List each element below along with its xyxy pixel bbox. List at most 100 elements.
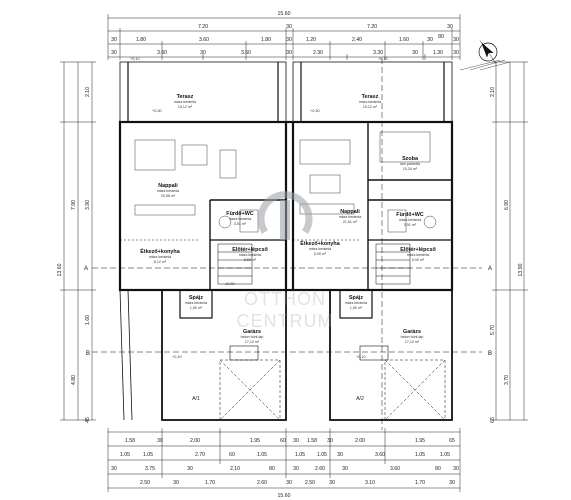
svg-text:3.75: 3.75 [145, 466, 155, 472]
svg-text:30: 30 [286, 24, 292, 30]
room-eloter-2: Előtér+lépcső mázs kerámia 5,90 m² [400, 247, 436, 262]
svg-text:17,10 m²: 17,10 m² [405, 340, 420, 344]
svg-text:7.20: 7.20 [198, 24, 208, 30]
svg-text:1.95: 1.95 [415, 438, 425, 444]
room-nappali-2: Nappali mázs kerámia 21,51 m² [339, 209, 361, 224]
svg-text:2.60: 2.60 [315, 466, 325, 472]
svg-text:8,12 m²: 8,12 m² [154, 260, 167, 264]
hatch-lines-right [459, 59, 511, 71]
svg-text:30: 30 [111, 50, 117, 56]
svg-text:80: 80 [269, 466, 275, 472]
svg-text:1.58: 1.58 [125, 438, 135, 444]
room-furdo-2: Fürdő+WC mázs kerámia 3,51 m² [396, 212, 424, 227]
svg-text:mázs kerámia: mázs kerámia [229, 217, 251, 221]
svg-text:Terasz: Terasz [362, 94, 379, 100]
room-etkezo-1: Étkező+konyha mázs kerámia 8,12 m² [140, 247, 180, 264]
axis-label-b-left: B [86, 351, 90, 357]
svg-text:mázs kerámia: mázs kerámia [185, 301, 207, 305]
svg-text:+0,10: +0,10 [172, 355, 182, 359]
room-nappali-1: Nappali mázs kerámia 20,56 m² [157, 183, 179, 198]
svg-text:1.05: 1.05 [143, 452, 153, 458]
svg-text:7.90: 7.90 [71, 200, 77, 210]
svg-text:4.80: 4.80 [71, 375, 77, 385]
dim-bottom-total: 15.60 [278, 493, 291, 499]
svg-text:mázs kerámia: mázs kerámia [345, 301, 367, 305]
svg-text:30: 30 [447, 24, 453, 30]
svg-text:2.50: 2.50 [140, 480, 150, 486]
svg-text:30: 30 [412, 50, 418, 56]
svg-text:30: 30 [453, 37, 459, 43]
dim-bottom-row4: 2.50 30 1.70 2.60 30 2.50 30 3.10 1.70 3… [140, 480, 455, 486]
svg-text:2.30: 2.30 [313, 50, 323, 56]
svg-text:Étkező+konyha: Étkező+konyha [140, 247, 180, 255]
watermark-line2: CENTRUM [237, 311, 334, 331]
svg-text:30: 30 [329, 480, 335, 486]
svg-text:80: 80 [435, 466, 441, 472]
svg-text:30: 30 [111, 37, 117, 43]
svg-text:30: 30 [173, 480, 179, 486]
svg-text:7.20: 7.20 [367, 24, 377, 30]
svg-text:1.05: 1.05 [317, 452, 327, 458]
dim-top-row2: 30 1.80 3.60 1.80 30 1.20 2.40 1.60 30 8… [111, 34, 459, 43]
svg-text:mázs kerámia: mázs kerámia [407, 253, 429, 257]
svg-text:5,69 m²: 5,69 m² [244, 258, 257, 262]
svg-text:Garázs: Garázs [243, 329, 261, 335]
svg-text:30: 30 [453, 466, 459, 472]
svg-text:30: 30 [342, 466, 348, 472]
svg-text:6.90: 6.90 [504, 200, 510, 210]
svg-text:2.60: 2.60 [257, 480, 267, 486]
svg-text:30: 30 [286, 480, 292, 486]
svg-text:30: 30 [337, 452, 343, 458]
svg-text:mázs kerámia: mázs kerámia [399, 218, 421, 222]
svg-text:3.10: 3.10 [365, 480, 375, 486]
bottom-dimensions [107, 428, 461, 492]
axis-label-b-right: B [488, 351, 492, 357]
svg-text:13.60: 13.60 [57, 263, 63, 276]
svg-text:5,90 m²: 5,90 m² [314, 252, 327, 256]
svg-text:65: 65 [449, 438, 455, 444]
svg-text:3.70: 3.70 [504, 375, 510, 385]
svg-text:mázs kerámia: mázs kerámia [359, 100, 381, 104]
dim-top-row3: 30 3.60 30 3.60 30 2.30 3.30 30 1.30 30 [111, 50, 459, 56]
svg-text:mázs kerámia: mázs kerámia [339, 215, 361, 219]
svg-text:5,90 m²: 5,90 m² [412, 258, 425, 262]
axis-label-a-left: A [84, 266, 88, 272]
svg-text:Fürdő+WC: Fürdő+WC [396, 212, 424, 218]
svg-text:Nappali: Nappali [340, 209, 360, 215]
svg-text:1.80: 1.80 [261, 37, 271, 43]
svg-text:30: 30 [111, 466, 117, 472]
svg-text:1.80: 1.80 [136, 37, 146, 43]
svg-text:13.90: 13.90 [518, 263, 524, 276]
svg-text:mázs kerámia: mázs kerámia [149, 255, 171, 259]
svg-text:mázs kerámia: mázs kerámia [157, 189, 179, 193]
svg-text:Előtér+lépcső: Előtér+lépcső [400, 247, 436, 253]
svg-text:1,50 m²: 1,50 m² [190, 306, 203, 310]
svg-text:30: 30 [293, 438, 299, 444]
svg-text:Nappali: Nappali [158, 183, 178, 189]
svg-text:±0,00: ±0,00 [225, 282, 234, 286]
svg-text:30: 30 [200, 50, 206, 56]
svg-text:30: 30 [187, 466, 193, 472]
room-etkezo-2: Étkező+konyha mázs kerámia 5,90 m² [300, 239, 340, 256]
svg-text:30: 30 [293, 466, 299, 472]
svg-text:+0,30: +0,30 [310, 109, 320, 113]
svg-text:mázs kerámia: mázs kerámia [239, 253, 261, 257]
svg-text:1.70: 1.70 [415, 480, 425, 486]
svg-text:+0,10: +0,10 [130, 57, 140, 61]
dim-bottom-row3: 30 3.75 30 2.10 80 30 2.60 30 3.60 80 30 [111, 466, 459, 472]
room-szoba: Szoba lam.parketta 10,24 m² [400, 156, 420, 171]
svg-text:+0,30: +0,30 [152, 109, 162, 113]
svg-text:1,50 m²: 1,50 m² [350, 306, 363, 310]
section-axes [92, 58, 482, 430]
svg-text:beton burk.lap: beton burk.lap [401, 335, 424, 339]
svg-text:1.70: 1.70 [205, 480, 215, 486]
room-terasz-2: Terasz mázs kerámia 15,12 m² [359, 94, 381, 109]
svg-text:beton burk.lap: beton burk.lap [241, 335, 264, 339]
svg-text:Garázs: Garázs [403, 329, 421, 335]
svg-text:Fürdő+WC: Fürdő+WC [226, 211, 254, 217]
svg-text:2.10: 2.10 [490, 87, 496, 97]
svg-text:3.30: 3.30 [373, 50, 383, 56]
svg-text:Étkező+konyha: Étkező+konyha [300, 239, 340, 247]
svg-text:1.95: 1.95 [250, 438, 260, 444]
svg-text:15,12 m²: 15,12 m² [363, 105, 378, 109]
